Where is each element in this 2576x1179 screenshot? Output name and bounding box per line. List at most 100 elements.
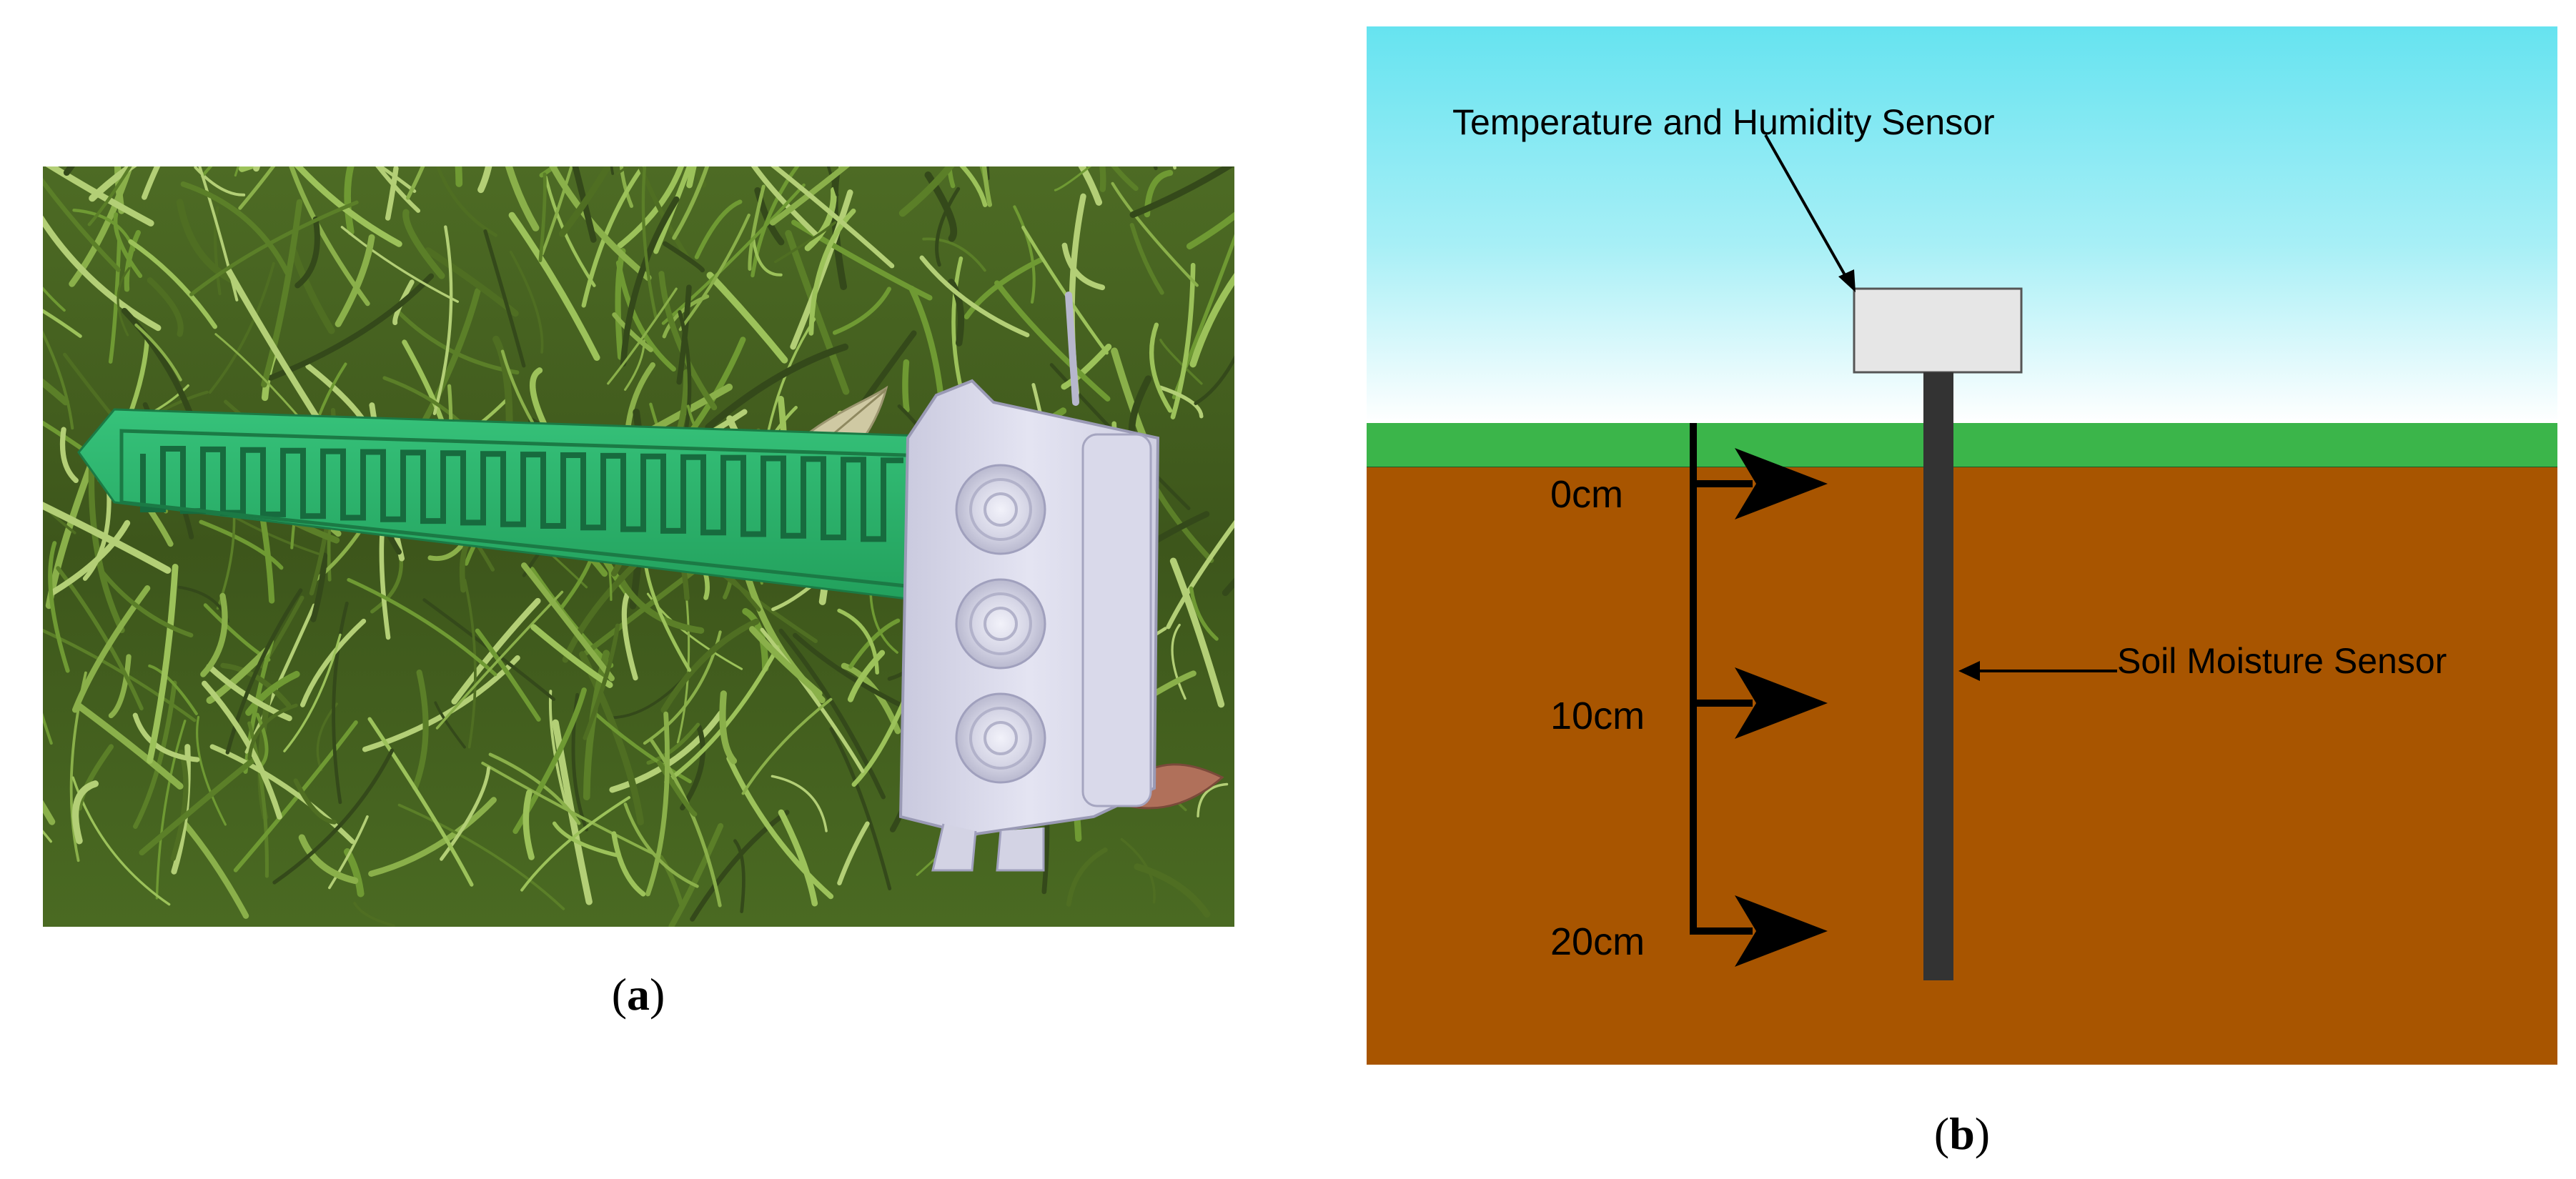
grass-blade xyxy=(552,821,619,857)
grass-blade xyxy=(741,697,833,795)
grass-blade xyxy=(751,235,783,277)
grass-blade xyxy=(793,632,916,714)
grass-blade xyxy=(832,287,891,335)
grass-blade xyxy=(196,715,227,826)
caption-b: (b) xyxy=(1933,1108,1991,1159)
grass-blade xyxy=(422,598,556,701)
grass-blade xyxy=(189,200,359,297)
grass-blade xyxy=(59,427,79,484)
grass-blade xyxy=(658,271,718,411)
grass-blade xyxy=(385,166,399,221)
grass-blade xyxy=(1158,385,1204,419)
grass-blade xyxy=(521,562,615,682)
depth-arrow-20 xyxy=(1690,895,1828,967)
grass-blade xyxy=(412,669,429,791)
grass-blade xyxy=(1013,205,1036,304)
sensor-photo-illustration xyxy=(0,0,1314,930)
grass-blade xyxy=(615,260,676,372)
grass-blade xyxy=(255,712,269,767)
depth-arrow-10 xyxy=(1690,667,1828,739)
grass-blade xyxy=(132,712,200,762)
temp-humidity-label: Temperature and Humidity Sensor xyxy=(1452,102,1995,142)
grass-blade xyxy=(705,343,849,431)
grass-blade xyxy=(483,229,526,368)
grass-blade xyxy=(434,701,466,749)
grass-blade xyxy=(340,226,460,303)
grass-blade xyxy=(202,680,282,820)
grass-blade xyxy=(1171,623,1187,700)
grass-blade xyxy=(848,618,901,669)
grass-blade xyxy=(668,822,724,930)
grass-blade xyxy=(108,239,122,364)
grass-blade xyxy=(293,778,337,825)
grass-blade xyxy=(397,803,565,910)
temp-humidity-sensor-box xyxy=(1853,287,2023,374)
grass-blade xyxy=(48,541,70,673)
grass-blade xyxy=(678,213,750,332)
grass-blade xyxy=(247,703,298,761)
grass-blade xyxy=(1120,837,1156,904)
grass-blade xyxy=(1129,222,1164,295)
grass-blade xyxy=(451,597,541,705)
grass-blade xyxy=(963,257,1044,319)
grass-blade xyxy=(133,680,177,829)
grass-blade xyxy=(124,229,141,292)
grass-blade xyxy=(209,744,355,844)
grass-blade xyxy=(1066,847,1108,907)
temp-humidity-leader xyxy=(1764,134,1851,284)
grass-blade xyxy=(778,809,818,907)
grass-blade xyxy=(170,750,189,862)
grass-blade xyxy=(108,654,132,719)
grass-blade xyxy=(837,821,870,886)
grass-blade xyxy=(155,720,187,900)
grass-blade xyxy=(583,623,620,740)
grass-blade xyxy=(199,519,284,570)
grass-blade xyxy=(1054,161,1096,191)
grass-blade xyxy=(367,717,474,887)
grass-blade xyxy=(492,335,513,435)
grass-blade xyxy=(1149,322,1173,413)
grass-blade xyxy=(607,287,678,385)
grass-blade xyxy=(650,739,722,907)
grass-blade xyxy=(646,722,700,765)
grass-blade xyxy=(435,590,564,730)
grass-blade xyxy=(760,627,865,773)
grass-blade xyxy=(335,234,375,327)
grass-blade xyxy=(176,199,237,284)
soil-moisture-label: Soil Moisture Sensor xyxy=(2117,641,2447,681)
grass-blade xyxy=(148,664,198,715)
grass-blade xyxy=(529,367,550,434)
grass-blade xyxy=(220,662,292,708)
grass-blade xyxy=(316,702,338,772)
grass-blade xyxy=(33,207,162,332)
grass-blade xyxy=(829,727,892,891)
grass-blade xyxy=(951,256,965,398)
grass-blade xyxy=(680,725,705,811)
grass-blade xyxy=(748,184,766,271)
grass-blade xyxy=(99,568,194,638)
grass-blade xyxy=(289,247,335,334)
grass-blade xyxy=(660,618,760,713)
grass-blade xyxy=(74,702,184,790)
grass-blade xyxy=(200,592,228,677)
grass-blade xyxy=(283,633,342,752)
grass-blade xyxy=(463,579,477,749)
sensor-photo xyxy=(0,0,1314,930)
grass-blade xyxy=(82,485,112,581)
grass-blade xyxy=(694,199,743,259)
grass-blade xyxy=(994,280,1111,402)
grass-blade xyxy=(538,172,547,262)
grass-blade xyxy=(294,216,320,289)
grass-blade xyxy=(353,902,395,927)
depth-label-10: 10cm xyxy=(1550,695,1645,737)
grass-blade xyxy=(612,312,653,352)
grass-blade xyxy=(71,780,99,845)
grass-blade xyxy=(180,181,290,276)
grass-blade xyxy=(128,239,217,329)
grass-blade xyxy=(790,189,853,350)
grass-blade xyxy=(225,588,303,755)
sensor-enclosure xyxy=(898,292,1160,872)
grass-blade xyxy=(113,212,143,279)
grass-blade xyxy=(645,711,670,897)
caption-a: (a) xyxy=(611,969,665,1020)
